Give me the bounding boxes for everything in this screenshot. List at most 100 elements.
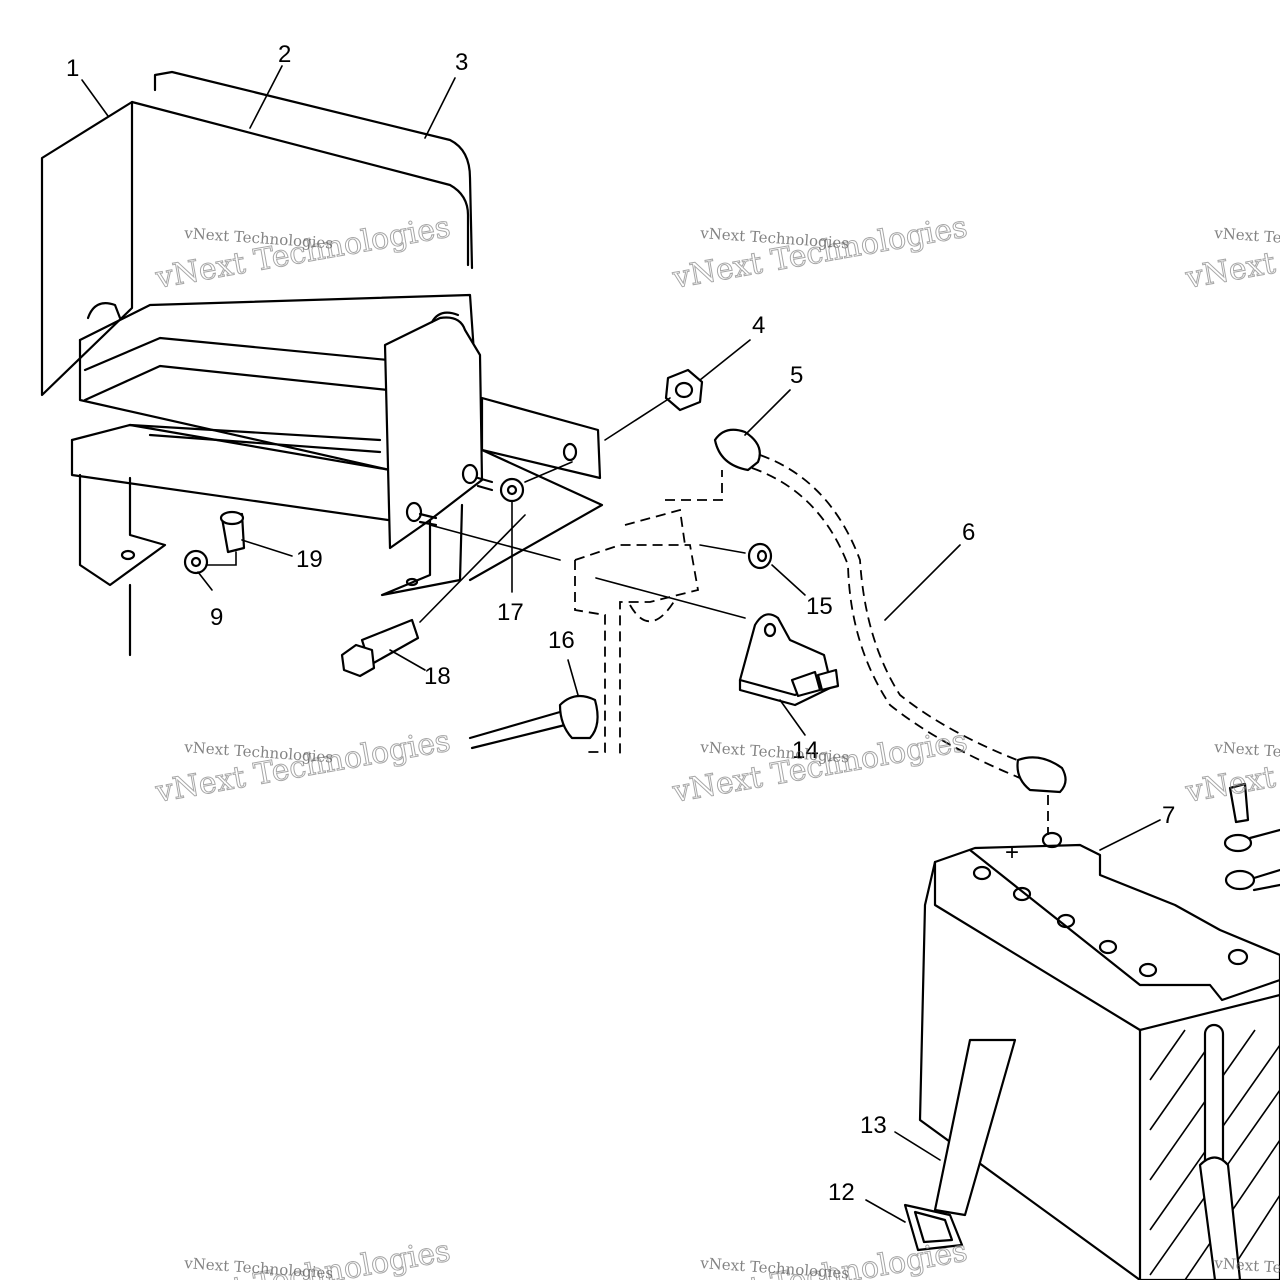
star-washer-part-17 [499, 477, 525, 503]
callout-18: 18 [424, 663, 451, 690]
leader-5 [744, 389, 791, 436]
battery-strap-part-13 [933, 1038, 1017, 1217]
alignment-line-2 [429, 524, 561, 561]
tray-floor-line-1 [128, 423, 382, 442]
cover-inner-edge [130, 100, 470, 267]
cable-part-16-a [468, 710, 562, 740]
nut-part-4 [664, 368, 704, 412]
watermark-large-2: vNext Technologies [669, 210, 970, 296]
alignment-line-4 [604, 397, 671, 441]
strap-hole [562, 442, 578, 462]
side-plate [383, 316, 484, 550]
star-washer-9-hole [190, 556, 202, 568]
battery-terminal-symbol: + [1005, 839, 1019, 866]
leader-14 [779, 699, 806, 736]
callout-19: 19 [296, 546, 323, 573]
right-bracket-leg [380, 503, 464, 597]
leader-7 [1099, 819, 1161, 851]
callout-15: 15 [806, 593, 833, 620]
callout-16: 16 [548, 627, 575, 654]
relay-mount-hole [763, 622, 777, 638]
leader-3 [424, 77, 456, 139]
ring-terminal-2-wire [1252, 868, 1280, 892]
battery-top-edge [933, 860, 1280, 1032]
cell-cap-4 [1098, 939, 1118, 955]
strap-buckle-part-12 [903, 1203, 964, 1252]
callout-1: 1 [66, 55, 79, 82]
ring-terminal-1 [1223, 833, 1253, 853]
bolt-head-lower [405, 501, 423, 523]
callout-14: 14 [792, 737, 819, 764]
callout-leaders [81, 65, 1161, 1223]
bolt-part-19-head [219, 510, 245, 526]
callout-6: 6 [962, 519, 975, 546]
battery-case [918, 843, 1280, 1280]
callout-12: 12 [828, 1179, 855, 1206]
battery-part-7: + [903, 782, 1280, 1280]
relay-base [738, 678, 832, 707]
tray-floor-line-2 [148, 433, 382, 454]
leader-13 [894, 1131, 941, 1161]
negative-terminal [1227, 948, 1249, 966]
callout-4: 4 [752, 312, 765, 339]
lower-plate [468, 448, 604, 582]
cables [468, 428, 1067, 835]
solenoid-base [629, 599, 676, 623]
leader-9 [197, 571, 213, 591]
callout-9: 9 [210, 604, 223, 631]
left-leg-hole [120, 549, 136, 561]
watermark-large-5: vNext Technologies [669, 724, 970, 810]
callout-5: 5 [790, 362, 803, 389]
alignment-line-1 [419, 514, 526, 623]
cover-outline [153, 70, 474, 270]
cell-cap-2 [1012, 886, 1032, 902]
tray-rim-2 [83, 364, 390, 402]
solenoid-terminal [665, 470, 723, 501]
leader-16 [567, 659, 579, 696]
front-hook [86, 302, 122, 320]
leader-1 [81, 79, 109, 117]
leader-2 [249, 65, 283, 129]
relay-tab-2 [816, 668, 840, 692]
solenoid-outline [574, 544, 700, 755]
leader-4 [699, 339, 751, 381]
cell-cap-1 [972, 865, 992, 881]
battery-box-assembly [40, 70, 604, 657]
solenoid-left [574, 560, 606, 753]
cable-boot-part-5 [713, 428, 761, 472]
solenoid-top [624, 508, 686, 546]
battery-lid-ridge [968, 848, 1280, 1002]
nut-part-15-hole [756, 549, 768, 563]
callout-3: 3 [455, 49, 468, 76]
nut-part-4-hole [674, 381, 694, 399]
alignment-line-5 [595, 577, 746, 619]
right-leg-hole [405, 577, 419, 587]
bolt-part-18-head [340, 643, 376, 678]
relay-tab-1 [790, 670, 822, 698]
alignment-line-7 [205, 551, 237, 566]
left-bracket-leg [78, 473, 167, 587]
vent-tube-upper [1203, 1023, 1225, 1177]
callout-13: 13 [860, 1112, 887, 1139]
ring-terminal-1-wire [1248, 828, 1280, 840]
strap-buckle-inner [913, 1210, 954, 1244]
leader-15 [771, 564, 806, 596]
mounting-strap [480, 396, 602, 480]
cable-boot-part-16 [558, 694, 599, 740]
cell-cap-5 [1138, 962, 1158, 978]
callout-2: 2 [278, 41, 291, 68]
leader-18 [389, 649, 426, 671]
watermark-large-3: vNext Technologies [1182, 210, 1280, 296]
cable-end-terminal [1016, 756, 1067, 794]
cell-cap-3 [1056, 913, 1076, 929]
positive-terminal [1041, 831, 1063, 849]
bolt-thread-upper [476, 476, 494, 492]
callout-labels: 1 2 3 4 5 6 7 9 12 13 14 15 16 17 18 19 [66, 41, 1175, 1206]
leader-6 [884, 544, 961, 621]
vent-tube-lower [1198, 1156, 1242, 1280]
terminal-bolt [1228, 782, 1250, 824]
relay-part-14 [738, 613, 840, 707]
watermark-large-6: vNext Technologies [1182, 724, 1280, 810]
